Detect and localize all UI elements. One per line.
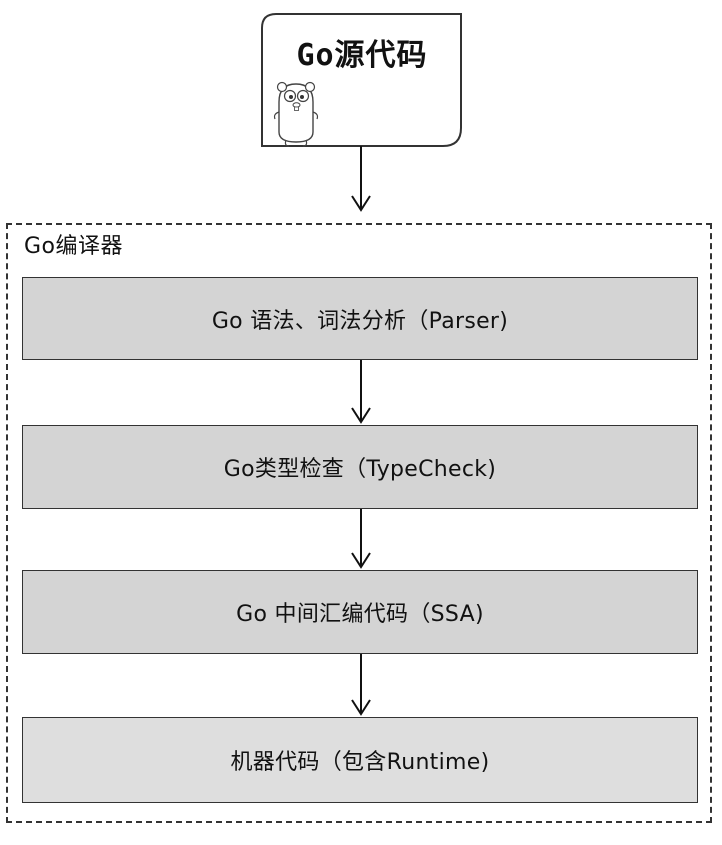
source-title: Go源代码	[296, 38, 428, 73]
stage-machine-code-label: 机器代码（包含Runtime)	[230, 750, 490, 775]
compiler-label: Go编译器	[24, 234, 124, 259]
arrow-parser-to-typecheck	[351, 360, 371, 424]
stage-ssa: Go 中间汇编代码（SSA)	[22, 570, 698, 654]
compiler-frame	[6, 223, 712, 823]
stage-ssa-label: Go 中间汇编代码（SSA)	[236, 602, 484, 627]
arrow-source-to-compiler	[351, 146, 371, 212]
arrow-ssa-to-machine-code	[351, 654, 371, 716]
stage-machine-code: 机器代码（包含Runtime)	[22, 717, 698, 803]
stage-typecheck-label: Go类型检查（TypeCheck)	[223, 457, 497, 482]
source-document-shape	[261, 13, 462, 147]
stage-parser: Go 语法、词法分析（Parser)	[22, 277, 698, 360]
stage-typecheck: Go类型检查（TypeCheck)	[22, 425, 698, 509]
stage-parser-label: Go 语法、词法分析（Parser)	[211, 308, 509, 334]
arrow-typecheck-to-ssa	[351, 509, 371, 569]
go-gopher-icon	[273, 81, 319, 147]
